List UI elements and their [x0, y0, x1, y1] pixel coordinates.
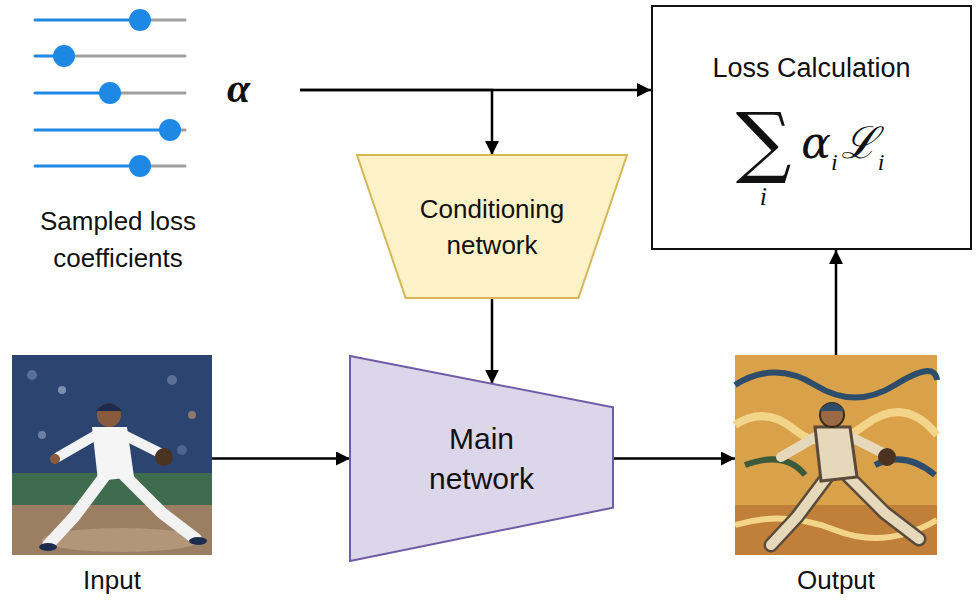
slider-group: Sampled loss coefficients α: [15, 5, 300, 280]
image-caption: Input: [12, 565, 212, 595]
arrow-connector: [835, 250, 838, 355]
shape-outline: [357, 155, 627, 298]
sum-index: i: [760, 183, 767, 211]
subscript: i: [878, 148, 885, 176]
coefficient-symbol: α: [227, 63, 250, 113]
arrow-connector: [491, 298, 494, 384]
text-holder: Output: [735, 565, 937, 595]
text-holder: Input: [12, 565, 212, 595]
arrow-connector: [300, 90, 492, 155]
text-holder: Loss Calculation: [653, 51, 970, 85]
shape-outline: [350, 356, 613, 561]
input-image: Input: [12, 355, 212, 600]
text-holder: Sampled loss coefficients: [15, 203, 221, 277]
input-photo: [12, 355, 212, 555]
loss-box: Loss Calculation∑iαiℒi: [651, 5, 972, 250]
image-caption: Output: [735, 565, 937, 595]
caption-text: Sampled loss coefficients: [15, 203, 221, 277]
slider-icons: [35, 9, 185, 177]
text-holder: Main network: [350, 356, 613, 561]
output-stylized-photo: [735, 355, 937, 555]
node-label: Conditioning network: [402, 191, 582, 263]
main-network: Main network: [350, 356, 613, 561]
text-holder: Conditioning network: [357, 155, 627, 298]
subscript: i: [831, 148, 838, 176]
conditioning-network: Conditioning network: [357, 155, 627, 298]
box-title: Loss Calculation: [653, 51, 970, 85]
node-label: Main network: [412, 419, 552, 499]
coefficient-symbol: α: [801, 117, 831, 169]
arrow-connector: [613, 457, 735, 460]
loss-symbol: ℒ: [841, 117, 878, 169]
arrow-connector: [212, 457, 350, 460]
text-holder: α: [227, 63, 250, 113]
sum-column: ∑i: [736, 99, 792, 211]
sum-symbol: ∑: [736, 99, 792, 183]
output-image: Output: [735, 355, 937, 600]
formula-term: αiℒi: [801, 117, 887, 169]
text-holder: ∑iαiℒi: [653, 99, 970, 211]
